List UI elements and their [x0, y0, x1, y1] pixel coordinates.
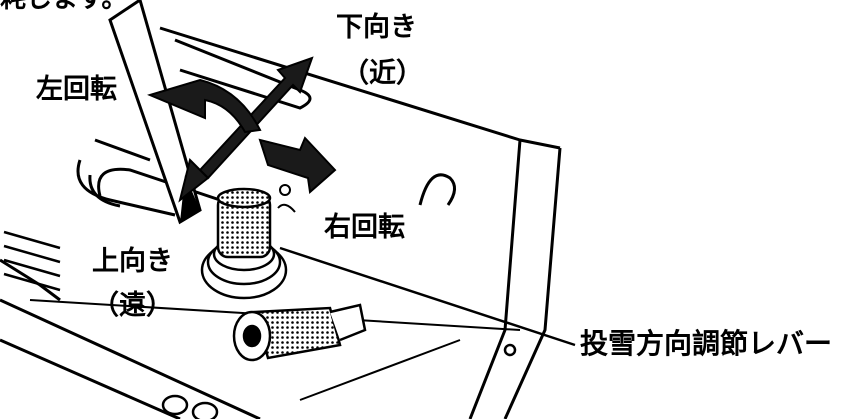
- rotate-left-arrow: [147, 78, 262, 134]
- label-lever: 投雪方向調節レバー: [580, 327, 833, 360]
- label-up: 上向き: [92, 246, 173, 277]
- up-down-arrow: [178, 56, 314, 203]
- latch-hook: [418, 173, 456, 206]
- machine-body: [0, 26, 562, 419]
- vent-slats: [3, 230, 61, 292]
- label-far: （遠）: [92, 290, 173, 321]
- lever-leader-line: [279, 246, 576, 347]
- label-rotate-left: 左回転: [36, 74, 117, 105]
- bottom-knobs: [161, 343, 517, 419]
- lever-pin: [277, 184, 296, 213]
- label-rotate-right: 右回転: [322, 212, 407, 243]
- lever-knob: [200, 187, 288, 300]
- top-text-fragment: 耗します。: [0, 0, 127, 12]
- label-near: （近）: [342, 58, 423, 89]
- cylinder-part: [232, 303, 367, 362]
- rotate-right-arrow: [258, 136, 337, 194]
- label-down: 下向き: [336, 12, 417, 43]
